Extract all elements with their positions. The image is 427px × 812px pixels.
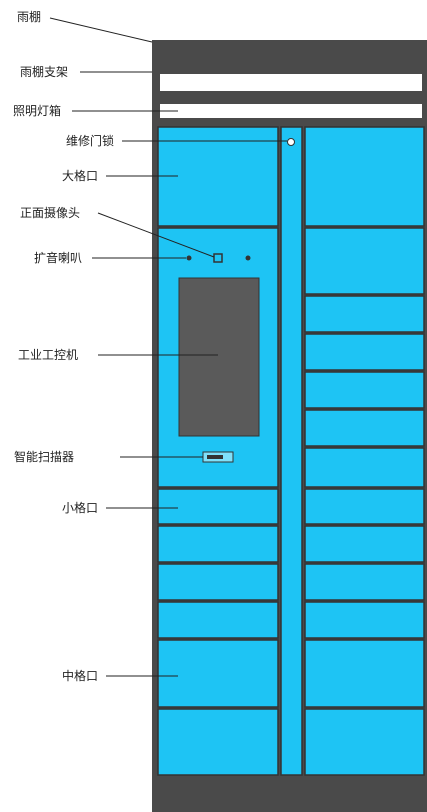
label-canopy: 雨棚 bbox=[17, 10, 42, 24]
maintenance-lock bbox=[287, 138, 295, 146]
canopy bbox=[152, 40, 427, 50]
front-camera bbox=[213, 253, 223, 263]
smart-scanner-window bbox=[207, 455, 223, 459]
locker-door bbox=[157, 525, 279, 563]
label-smart-scanner: 智能扫描器 bbox=[14, 450, 75, 464]
label-front-camera: 正面摄像头 bbox=[20, 206, 81, 220]
locker-door bbox=[304, 639, 425, 708]
locker-door bbox=[304, 563, 425, 601]
leader-canopy bbox=[49, 17, 153, 43]
cabinet-base bbox=[152, 780, 427, 812]
light-box-panel bbox=[160, 104, 422, 118]
small-compartment-door bbox=[157, 488, 279, 525]
locker-door bbox=[304, 126, 425, 227]
label-industrial-pc: 工业工控机 bbox=[18, 348, 79, 362]
locker-door bbox=[304, 525, 425, 563]
locker-door bbox=[157, 563, 279, 601]
locker-door bbox=[157, 601, 279, 639]
label-speaker: 扩音喇叭 bbox=[34, 251, 83, 265]
speaker-left bbox=[186, 255, 192, 261]
speaker-right bbox=[245, 255, 251, 261]
locker-door bbox=[304, 601, 425, 639]
right-column bbox=[304, 126, 425, 776]
locker-door bbox=[304, 227, 425, 295]
locker-door bbox=[304, 447, 425, 488]
industrial-pc-screen bbox=[178, 277, 260, 437]
middle-strip bbox=[280, 126, 303, 776]
locker-door bbox=[157, 708, 279, 776]
leader-camera bbox=[97, 212, 215, 258]
medium-compartment-door bbox=[157, 639, 279, 708]
locker-door bbox=[304, 295, 425, 333]
label-small-compartment: 小格口 bbox=[62, 501, 99, 515]
label-canopy-bracket: 雨棚支架 bbox=[20, 65, 69, 79]
locker-door bbox=[304, 371, 425, 409]
label-large-compartment: 大格口 bbox=[62, 169, 99, 183]
locker-door bbox=[304, 708, 425, 776]
locker-door bbox=[304, 488, 425, 525]
label-light-box: 照明灯箱 bbox=[13, 104, 62, 118]
canopy-bracket-panel bbox=[160, 74, 422, 91]
locker-door bbox=[304, 333, 425, 371]
locker-door bbox=[304, 409, 425, 447]
left-column bbox=[157, 126, 279, 776]
label-maintenance-lock: 维修门锁 bbox=[66, 134, 115, 148]
label-medium-compartment: 中格口 bbox=[62, 669, 99, 683]
